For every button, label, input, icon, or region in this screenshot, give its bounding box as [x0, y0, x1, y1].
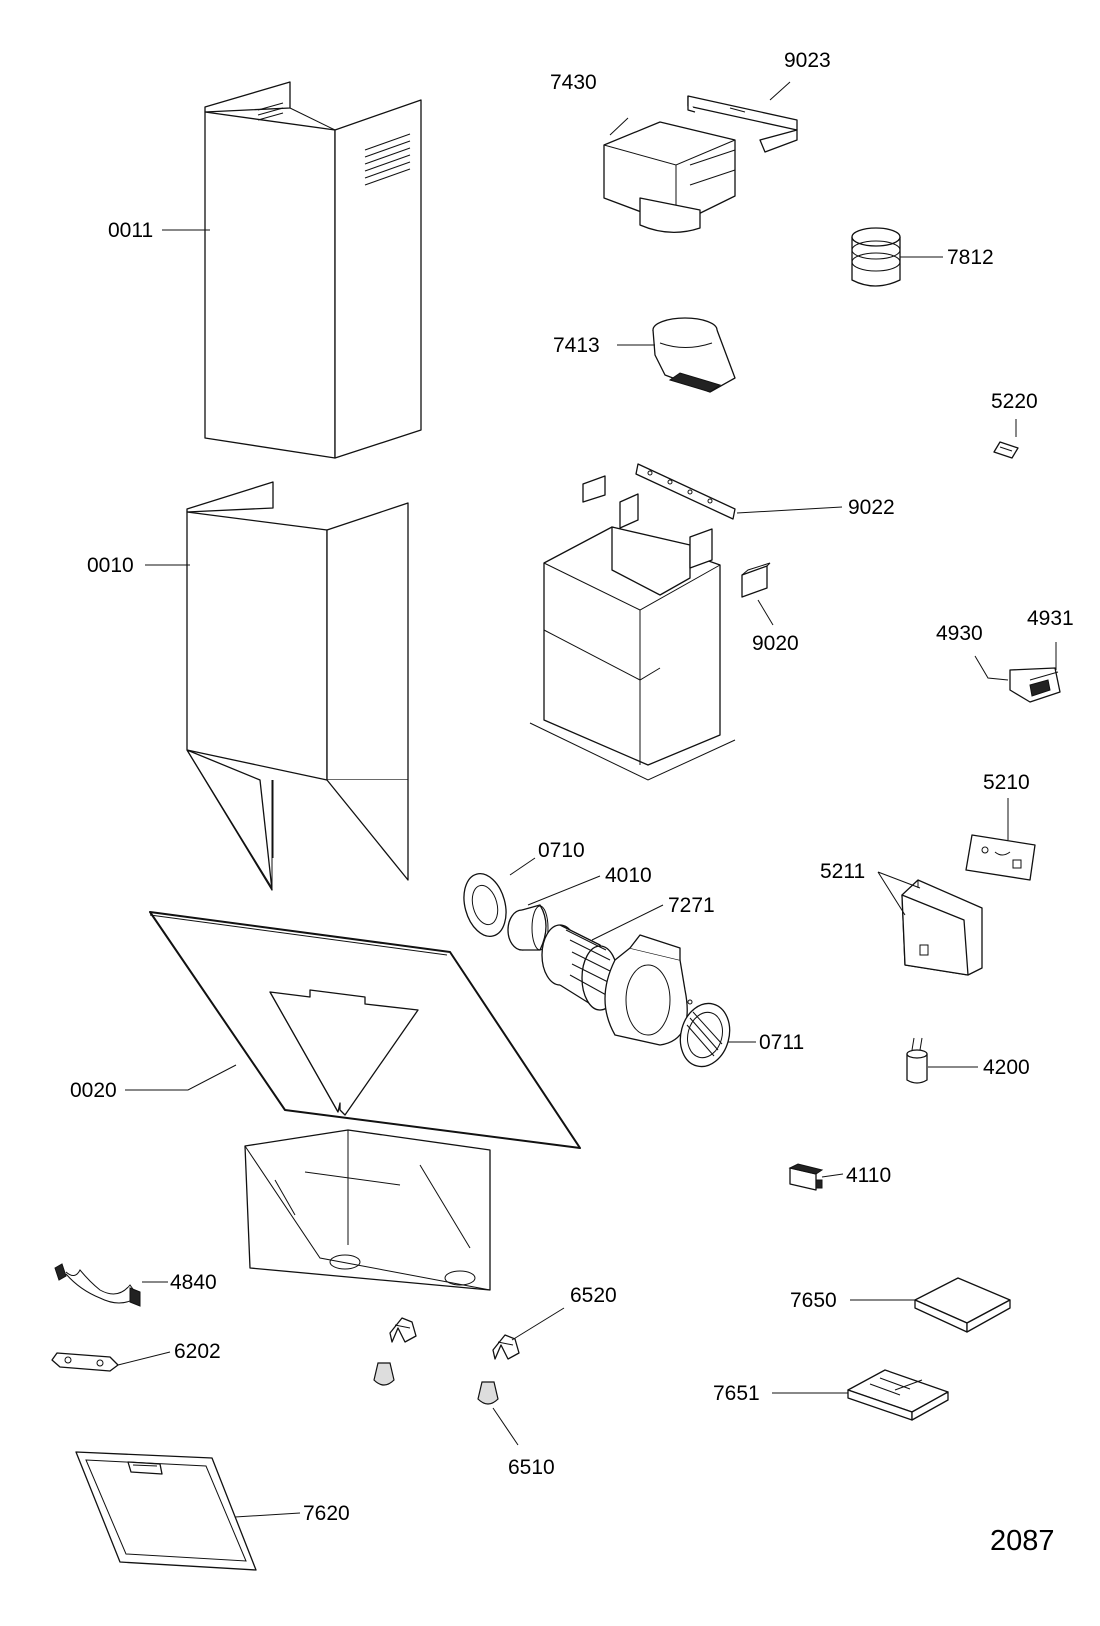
label-0020: 0020: [70, 1079, 117, 1102]
label-5210: 5210: [983, 771, 1030, 794]
vent-slots-right: [364, 133, 411, 186]
part-7812-duct-ring: [851, 227, 901, 287]
label-7271: 7271: [668, 894, 715, 917]
part-7650-carbon-filter: [914, 1277, 1011, 1333]
part-4200-capacitor: [906, 1037, 928, 1084]
label-7430: 7430: [550, 71, 597, 94]
motor-housing: [529, 475, 736, 781]
label-7812: 7812: [947, 246, 994, 269]
label-0011: 0011: [108, 219, 153, 242]
part-4930-4931-switch-block: [1009, 667, 1061, 703]
label-5211: 5211: [820, 860, 865, 883]
part-4110-transformer: [788, 1163, 824, 1191]
label-0711: 0711: [759, 1031, 804, 1054]
label-9022: 9022: [848, 496, 895, 519]
label-4840: 4840: [170, 1271, 217, 1294]
blower-scroll: [604, 934, 688, 1046]
label-6520: 6520: [570, 1284, 617, 1307]
part-6510-bulbs: [373, 1362, 499, 1405]
label-4931: 4931: [1027, 607, 1074, 630]
label-7620: 7620: [303, 1502, 350, 1525]
label-7650: 7650: [790, 1289, 837, 1312]
part-0011-upper-chimney: [204, 81, 422, 459]
part-4840-cable: [54, 1263, 141, 1307]
part-7620-grease-filter: [75, 1451, 257, 1571]
part-0010-lower-chimney: [186, 481, 409, 891]
label-6202: 6202: [174, 1340, 221, 1363]
label-4930: 4930: [936, 622, 983, 645]
part-5211-electronic-box: [901, 879, 983, 976]
part-7651-filter-frame: [847, 1369, 949, 1421]
part-5220-clip: [993, 441, 1019, 459]
label-6510: 6510: [508, 1456, 555, 1479]
part-4010-motor: [507, 904, 549, 951]
part-6202-lamp-lens: [51, 1352, 119, 1372]
label-7413: 7413: [553, 334, 600, 357]
label-0710: 0710: [538, 839, 585, 862]
label-4110: 4110: [846, 1164, 891, 1187]
label-4010: 4010: [605, 864, 652, 887]
part-7271-fan-wheel: [541, 924, 619, 1011]
label-5220: 5220: [991, 390, 1038, 413]
label-7651: 7651: [713, 1382, 760, 1405]
label-0010: 0010: [87, 554, 134, 577]
document-number: 2087: [990, 1525, 1055, 1557]
hood-frame: [244, 1129, 491, 1291]
label-9023: 9023: [784, 49, 831, 72]
part-7413-check-valve: [652, 317, 736, 393]
part-6520-lamp-holders: [389, 1317, 520, 1360]
part-7430-air-diverter: [603, 121, 736, 233]
part-9023-bracket: [687, 95, 798, 153]
part-9020-side-bracket: [741, 562, 771, 598]
vent-slots-left: [257, 102, 284, 121]
part-9022-rail: [635, 463, 736, 520]
label-9020: 9020: [752, 632, 799, 655]
part-5210-control-board: [965, 834, 1036, 881]
part-0710-motor-plate: [463, 873, 507, 937]
part-0711-fan-grille: [679, 999, 731, 1068]
part-0020-glass-panel: [149, 911, 581, 1149]
label-4200: 4200: [983, 1056, 1030, 1079]
